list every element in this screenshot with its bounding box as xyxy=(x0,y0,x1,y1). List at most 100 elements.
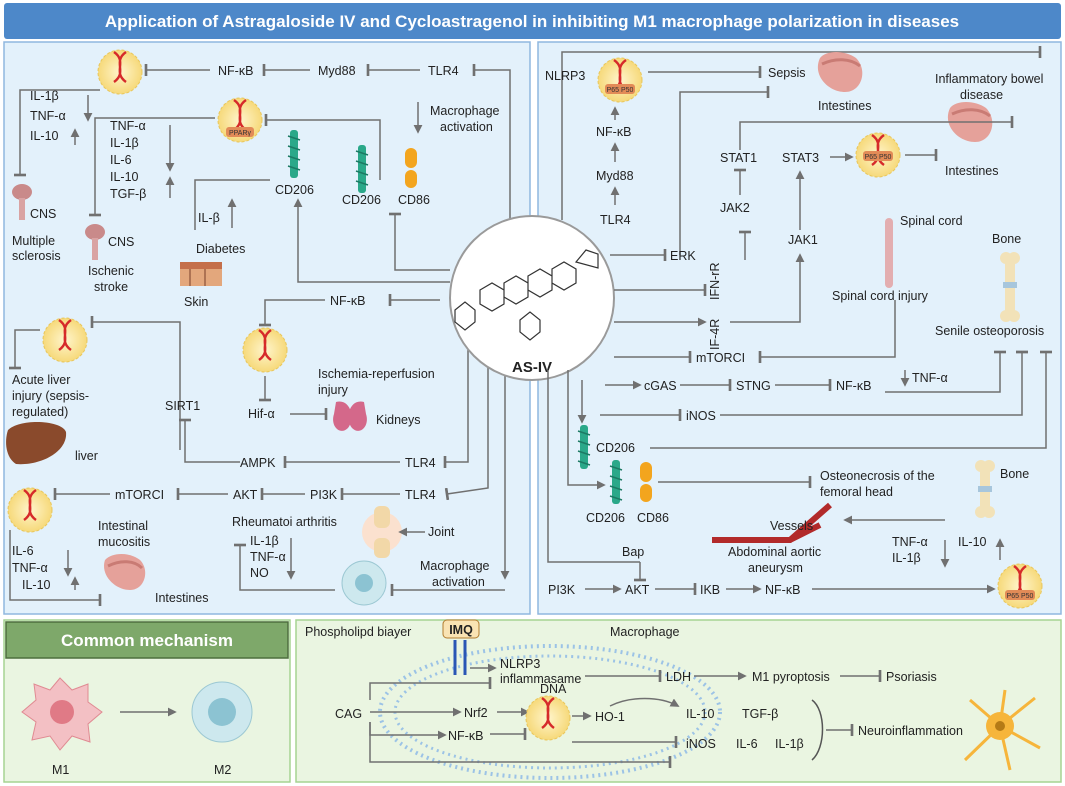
label-ibd-1: Inflammatory bowel xyxy=(935,72,1043,86)
label-jak1: JAK1 xyxy=(788,233,818,247)
label-mtorc1-right: mTORCI xyxy=(696,351,745,365)
label-il1b-ra: IL-1β xyxy=(250,534,279,548)
label-il6-stroke: IL-6 xyxy=(110,153,132,167)
figure-title: Application of Astragaloside IV and Cycl… xyxy=(105,12,959,31)
bone-icon xyxy=(1000,252,1020,322)
label-il6-muc: IL-6 xyxy=(12,544,34,558)
label-nrf2: Nrf2 xyxy=(464,706,488,720)
label-tnfa-muc: TNF-α xyxy=(12,561,48,575)
label-tnfa-ms: TNF-α xyxy=(30,109,66,123)
nucleus-cell-ppar: PPARγ xyxy=(217,97,263,143)
label-bone-2: Bone xyxy=(1000,467,1029,481)
m2-macrophage-icon xyxy=(191,681,253,743)
brain-icon xyxy=(12,184,32,220)
label-pi3k-left: PI3K xyxy=(310,488,338,502)
label-ifn-rr: IFN-rR xyxy=(708,263,722,301)
label-ikb: IKB xyxy=(700,583,720,597)
label-nfkb-1: NF-κB xyxy=(218,64,253,78)
label-vessels: Vessels xyxy=(770,519,813,533)
label-dna: DNA xyxy=(540,682,567,696)
label-osteonecrosis-2: femoral head xyxy=(820,485,893,499)
nucleus-cell-mucositis xyxy=(7,487,53,533)
label-il10-stroke: IL-10 xyxy=(110,170,139,184)
label-il10-b: IL-10 xyxy=(686,707,715,721)
label-p65-2: P65 P50 xyxy=(865,154,892,161)
cd206-receptor-icon xyxy=(609,460,623,504)
cd206-receptor-icon xyxy=(287,130,301,178)
label-stat3: STAT3 xyxy=(782,151,819,165)
label-nfkb-r1: NF-κB xyxy=(596,125,631,139)
label-myd88-r: Myd88 xyxy=(596,169,634,183)
label-p65-1: P65 P50 xyxy=(607,87,634,94)
label-phospholipid: Phospholipd biayer xyxy=(305,625,411,639)
label-il4r: IF-4R xyxy=(708,319,722,350)
label-tlr4-2: TLR4 xyxy=(405,456,436,470)
label-erk: ERK xyxy=(670,249,696,263)
label-jak2: JAK2 xyxy=(720,201,750,215)
label-senile-osteoporosis: Senile osteoporosis xyxy=(935,324,1044,338)
label-macrophage-bottom: Macrophage xyxy=(610,625,680,639)
label-nfkb-r3: NF-κB xyxy=(836,379,871,393)
label-cd206-left-b: CD206 xyxy=(342,193,381,207)
label-sclerosis: sclerosis xyxy=(12,249,61,263)
label-ischemia-reperfusion: Ischemia-reperfusion xyxy=(318,367,435,381)
label-joint: Joint xyxy=(428,525,455,539)
label-spinal-cord: Spinal cord xyxy=(900,214,963,228)
label-ldh: LDH xyxy=(666,670,691,684)
label-macrophage-activation-1b: activation xyxy=(440,120,493,134)
title-bar xyxy=(4,3,1061,39)
skin-icon xyxy=(180,262,222,286)
label-aaa-1: Abdominal aortic xyxy=(728,545,821,559)
label-macrophage-activation-1: Macrophage xyxy=(430,104,500,118)
label-psoriasis: Psoriasis xyxy=(886,670,937,684)
brain-icon xyxy=(85,224,105,260)
label-ibd-2: disease xyxy=(960,88,1003,102)
label-nfkb-b: NF-κB xyxy=(448,729,483,743)
label-liver: liver xyxy=(75,449,98,463)
macrophage-cell-icon xyxy=(341,560,387,606)
nucleus-cell-sepsis: P65 P50 xyxy=(597,57,643,103)
label-myd88-1: Myd88 xyxy=(318,64,356,78)
label-nfkb-2: NF-κB xyxy=(330,294,365,308)
nucleus-cell-liver xyxy=(42,317,88,363)
common-mechanism-title: Common mechanism xyxy=(61,631,233,650)
label-stng: STNG xyxy=(736,379,771,393)
label-spinal-injury: Spinal cord injury xyxy=(832,289,929,303)
label-bone-1: Bone xyxy=(992,232,1021,246)
label-il1b-stroke: IL-1β xyxy=(110,136,139,150)
label-akt-left: AKT xyxy=(233,488,258,502)
label-sepsis: Sepsis xyxy=(768,66,806,80)
label-tlr4-1: TLR4 xyxy=(428,64,459,78)
label-p65-3: P65 P50 xyxy=(1007,593,1034,600)
label-ampk: AMPK xyxy=(240,456,276,470)
label-m2: M2 xyxy=(214,763,231,777)
vessels-icon xyxy=(712,502,832,543)
label-intestinal: Intestinal xyxy=(98,519,148,533)
m1-macrophage-icon xyxy=(21,677,103,751)
label-tlr4-r: TLR4 xyxy=(600,213,631,227)
label-m1: M1 xyxy=(52,763,69,777)
label-diabetes: Diabetes xyxy=(196,242,245,256)
bone-icon xyxy=(975,460,995,518)
label-intestines-r2: Intestines xyxy=(945,164,999,178)
label-stat1: STAT1 xyxy=(720,151,757,165)
label-kidneys: Kidneys xyxy=(376,413,420,427)
label-skin: Skin xyxy=(184,295,208,309)
label-ho1: HO-1 xyxy=(595,710,625,724)
label-cd206-right-b: CD206 xyxy=(586,511,625,525)
label-multiple: Multiple xyxy=(12,234,55,248)
label-osteonecrosis-1: Osteonecrosis of the xyxy=(820,469,935,483)
label-cns-1: CNS xyxy=(30,207,56,221)
label-macrophage-activation-2b: activation xyxy=(432,575,485,589)
phospholipid-bilayer xyxy=(378,644,722,780)
label-tgfb-stroke: TGF-β xyxy=(110,187,146,201)
bottom-panel xyxy=(295,619,1062,783)
label-pyroptosis: M1 pyroptosis xyxy=(752,670,830,684)
nucleus-cell-ms xyxy=(97,49,143,95)
label-nlrp3-b: NLRP3 xyxy=(500,657,540,671)
label-il1b-b: IL-1β xyxy=(775,737,804,751)
cd206-receptor-icon xyxy=(355,145,369,193)
label-rheumatoid: Rheumatoi arthritis xyxy=(232,515,337,529)
label-no-ra: NO xyxy=(250,566,269,580)
